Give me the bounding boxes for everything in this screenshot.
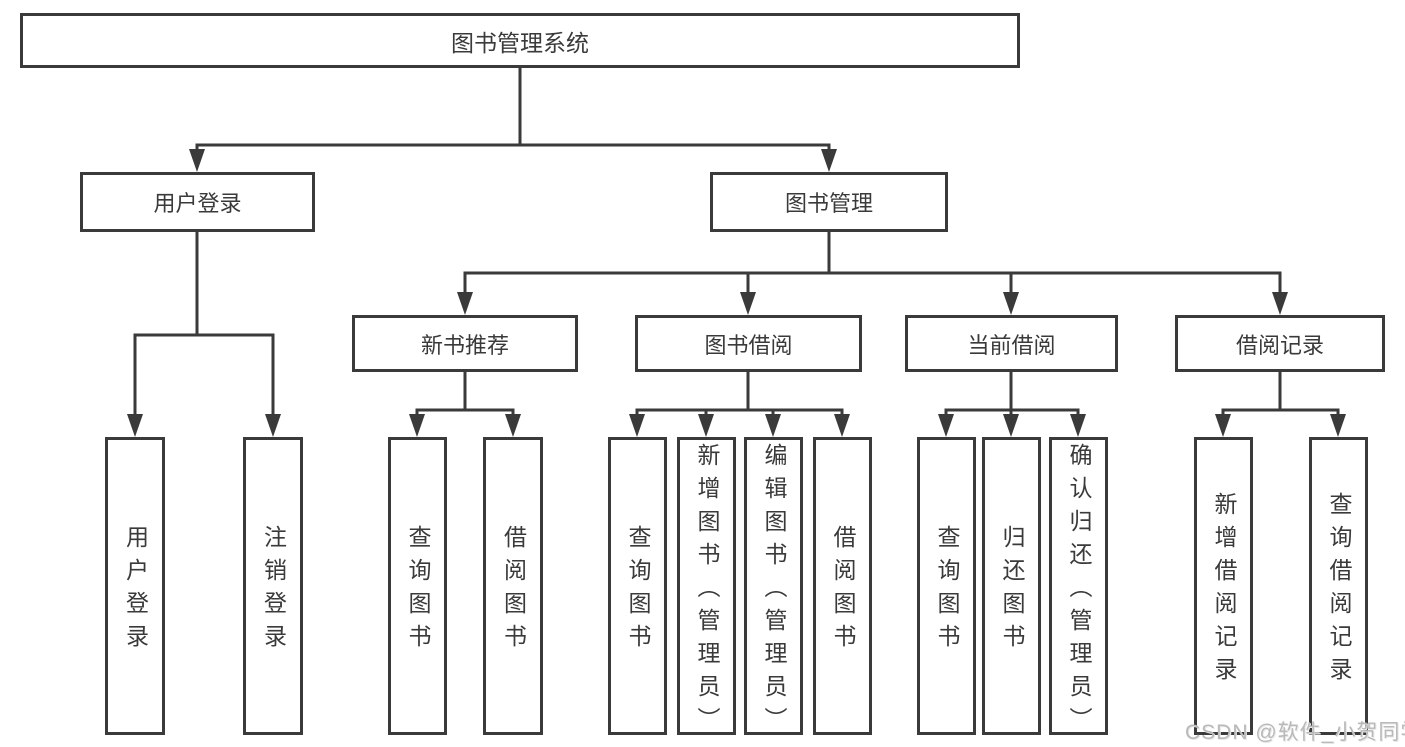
leaf-label: 新增图书（管理员） [694, 442, 720, 740]
leaf-confirm-return-admin: 确认归还（管理员） [1049, 437, 1108, 740]
leaf-add-books-admin: 新增图书（管理员） [677, 437, 736, 740]
node-library-system: 图书管理系统 [20, 13, 1020, 68]
node-user-login-label: 用户登录 [153, 191, 242, 216]
leaf-query-books-1: 查询图书 [388, 437, 447, 735]
leaf-label: 用户登录 [122, 525, 149, 657]
csdn-watermark: CSDN @软件_小贺同学 [1185, 721, 1405, 744]
leaf-user-login: 用户登录 [105, 437, 165, 735]
node-book-management: 图书管理 [710, 172, 948, 232]
node-book-borrowing-label: 图书借阅 [704, 332, 793, 358]
node-borrowing-records: 借阅记录 [1175, 315, 1385, 372]
leaf-label: 编辑图书（管理员） [761, 442, 787, 740]
leaf-label: 归还图书 [999, 525, 1025, 657]
node-current-borrowing: 当前借阅 [905, 315, 1118, 372]
node-new-book-recommendation: 新书推荐 [352, 315, 578, 372]
leaf-label: 查询借阅记录 [1326, 492, 1352, 690]
node-borrowing-records-label: 借阅记录 [1235, 332, 1324, 358]
leaf-label: 借阅图书 [830, 525, 856, 657]
node-user-login: 用户登录 [80, 172, 315, 232]
leaf-edit-books-admin: 编辑图书（管理员） [744, 437, 803, 740]
leaf-add-borrow-record: 新增借阅记录 [1194, 437, 1253, 735]
leaf-logout: 注销登录 [243, 437, 303, 735]
node-library-system-label: 图书管理系统 [451, 29, 589, 56]
leaf-query-books-3: 查询图书 [917, 437, 976, 735]
leaf-query-books-2: 查询图书 [608, 437, 667, 735]
leaf-return-books: 归还图书 [982, 437, 1041, 735]
node-book-borrowing: 图书借阅 [635, 315, 862, 372]
leaf-label: 确认归还（管理员） [1066, 442, 1092, 740]
leaf-label: 查询图书 [405, 525, 431, 657]
leaf-borrow-books-1: 借阅图书 [483, 437, 543, 735]
leaf-label: 新增借阅记录 [1211, 492, 1237, 690]
leaf-label: 注销登录 [260, 525, 287, 657]
leaf-label: 查询图书 [934, 525, 960, 657]
leaf-borrow-books-2: 借阅图书 [813, 437, 872, 735]
leaf-label: 借阅图书 [500, 525, 527, 657]
node-new-book-recommendation-label: 新书推荐 [420, 332, 509, 358]
leaf-label: 查询图书 [625, 525, 651, 657]
leaf-query-borrow-record: 查询借阅记录 [1309, 437, 1368, 735]
node-current-borrowing-label: 当前借阅 [967, 332, 1056, 358]
node-book-management-label: 图书管理 [784, 191, 873, 216]
